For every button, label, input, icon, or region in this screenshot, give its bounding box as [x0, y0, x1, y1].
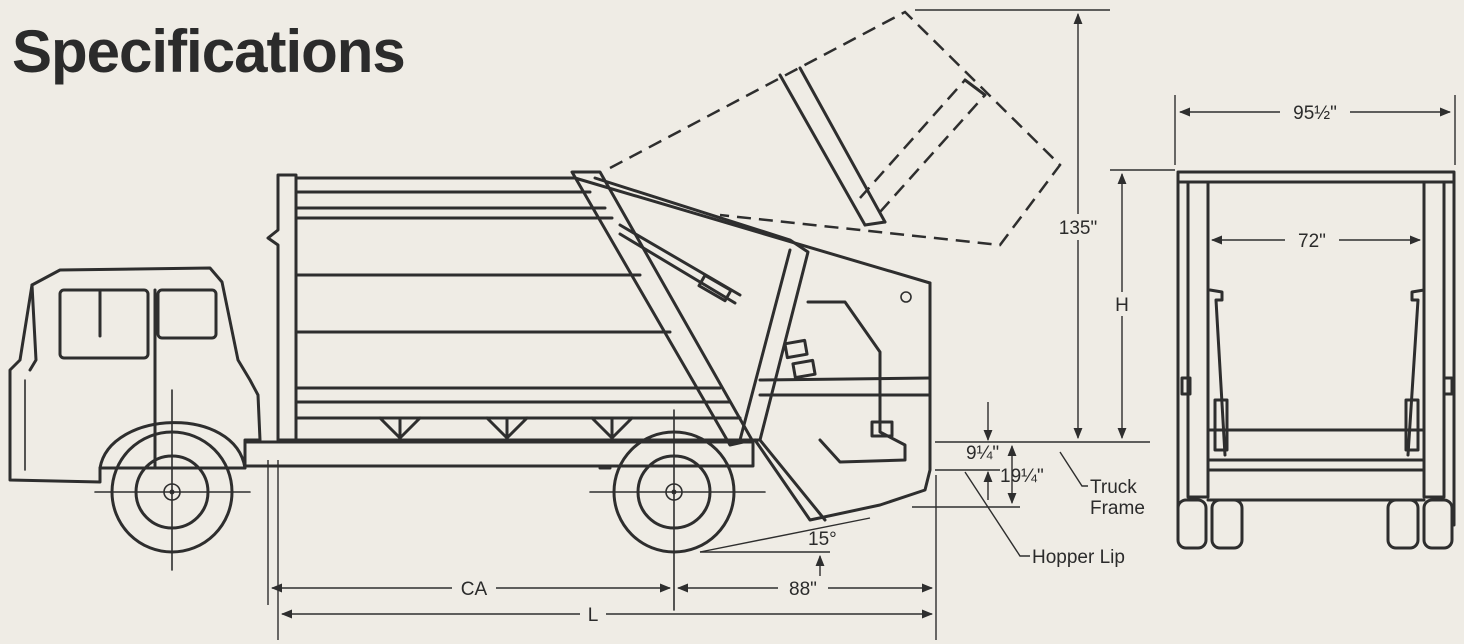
truck-cab	[8, 266, 262, 484]
width-inner-label: 72"	[1298, 231, 1326, 252]
angle-label: 15°	[808, 529, 837, 550]
hopper-lip-label: Hopper Lip	[1032, 547, 1125, 568]
truck-frame-label-1: Truck	[1090, 477, 1137, 498]
height-135-label: 135"	[1059, 218, 1097, 239]
width-outer-label: 95½"	[1293, 103, 1337, 124]
truck-frame-label-2: Frame	[1090, 498, 1145, 519]
dim-9-label: 9¼"	[966, 443, 999, 464]
ca-label: CA	[461, 579, 488, 600]
page-title: Specifications	[12, 18, 406, 85]
tailgate	[570, 170, 932, 522]
chassis-frame	[243, 440, 755, 470]
raised-tailgate-outline	[609, 10, 1062, 247]
dim-88-label: 88"	[789, 579, 817, 600]
l-label: L	[588, 605, 599, 626]
rear-wheel	[589, 409, 766, 611]
front-wheel	[94, 389, 251, 571]
rear-view	[1174, 95, 1456, 550]
side-dimensions	[267, 9, 1175, 640]
height-h-label: H	[1115, 295, 1129, 316]
refuse-body	[266, 173, 932, 442]
dim-19-label: 19¼"	[1000, 466, 1044, 487]
